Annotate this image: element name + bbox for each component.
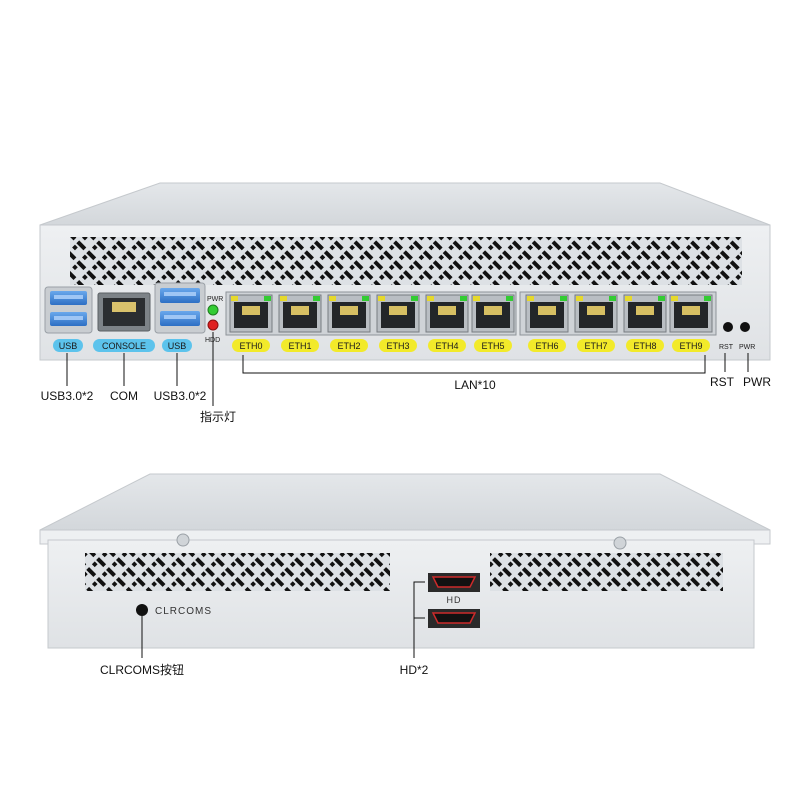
eth-tag: ETH5 — [474, 339, 512, 352]
callout-hd: HD*2 — [400, 663, 429, 677]
eth-tag: ETH9 — [672, 339, 710, 352]
eth-tag-text: ETH9 — [679, 341, 702, 351]
eth-tag-text: ETH3 — [386, 341, 409, 351]
activity-led-icon — [460, 296, 467, 301]
usb-tag-text: USB — [59, 341, 78, 351]
callout-usb-right: USB3.0*2 — [154, 389, 207, 403]
activity-led-icon — [506, 296, 513, 301]
eth-tag-text: ETH2 — [337, 341, 360, 351]
eth-tag-text: ETH4 — [435, 341, 458, 351]
led-pwr-label: PWR — [207, 296, 223, 303]
console-port[interactable] — [97, 292, 151, 332]
eth-tag: ETH0 — [232, 339, 270, 352]
reset-button[interactable] — [723, 322, 733, 332]
back-vent-grille-left — [85, 553, 390, 591]
eth-tag: ETH4 — [428, 339, 466, 352]
link-led-icon — [280, 296, 287, 301]
ethernet-port-eth1[interactable] — [278, 294, 322, 333]
console-tag-text: CONSOLE — [102, 341, 146, 351]
rst-small-label: RST — [719, 344, 734, 351]
link-led-icon — [473, 296, 480, 301]
activity-led-icon — [704, 296, 711, 301]
usb-port-pair-left[interactable] — [44, 286, 93, 334]
link-led-icon — [329, 296, 336, 301]
eth-tag: ETH8 — [626, 339, 664, 352]
eth-tag-text: ETH6 — [535, 341, 558, 351]
ethernet-port-eth8[interactable] — [623, 294, 667, 333]
hd-port[interactable] — [428, 609, 480, 628]
callout-indicator: 指示灯 — [200, 409, 236, 424]
callout-clrcoms-button: CLRCOMS按钮 — [100, 662, 184, 677]
link-led-icon — [671, 296, 678, 301]
eth-tag-text: ETH1 — [288, 341, 311, 351]
eth-tag: ETH3 — [379, 339, 417, 352]
usb-tag-right: USB — [162, 339, 192, 352]
eth-tag: ETH7 — [577, 339, 615, 352]
eth-tag: ETH1 — [281, 339, 319, 352]
screw-icon — [613, 536, 627, 550]
callout-com: COM — [110, 389, 138, 403]
callout-rst: RST — [710, 375, 735, 389]
activity-led-icon — [362, 296, 369, 301]
clrcoms-button[interactable] — [136, 604, 148, 616]
ethernet-port-eth4[interactable] — [425, 294, 469, 333]
hd-label: HD — [447, 595, 462, 605]
back-unit-top-panel — [39, 473, 771, 531]
eth-tag-text: ETH5 — [481, 341, 504, 351]
link-led-icon — [378, 296, 385, 301]
activity-led-icon — [560, 296, 567, 301]
usb-tag-left: USB — [53, 339, 83, 352]
power-button[interactable] — [740, 322, 750, 332]
front-vent-grille — [70, 237, 742, 285]
back-unit: CLRCOMS HD — [39, 473, 771, 649]
eth-tag: ETH6 — [528, 339, 566, 352]
link-led-icon — [527, 296, 534, 301]
callout-lan: LAN*10 — [454, 378, 496, 392]
link-led-icon — [576, 296, 583, 301]
callout-usb-left: USB3.0*2 — [41, 389, 94, 403]
screw-icon — [176, 533, 190, 547]
eth-tag-text: ETH8 — [633, 341, 656, 351]
eth-tag: ETH2 — [330, 339, 368, 352]
usb-tag-text: USB — [168, 341, 187, 351]
ethernet-port-eth2[interactable] — [327, 294, 371, 333]
activity-led-icon — [658, 296, 665, 301]
eth-tag-text: ETH0 — [239, 341, 262, 351]
hdd-led-icon — [207, 319, 219, 331]
activity-led-icon — [609, 296, 616, 301]
ethernet-port-eth3[interactable] — [376, 294, 420, 333]
activity-led-icon — [313, 296, 320, 301]
ethernet-port-eth0[interactable] — [229, 294, 273, 333]
callout-pwr: PWR — [743, 375, 771, 389]
ethernet-port-eth6[interactable] — [525, 294, 569, 333]
back-callouts — [141, 581, 425, 658]
back-vent-grille-right — [490, 553, 723, 591]
front-callouts — [66, 332, 749, 406]
front-unit-top-panel — [39, 182, 771, 226]
ethernet-port-eth9[interactable] — [669, 294, 713, 333]
ethernet-port-eth7[interactable] — [574, 294, 618, 333]
activity-led-icon — [411, 296, 418, 301]
link-led-icon — [625, 296, 632, 301]
pwr-led-icon — [207, 304, 219, 316]
usb-port-pair-right[interactable] — [154, 282, 206, 334]
console-tag: CONSOLE — [93, 339, 155, 352]
pwr-small-label: PWR — [739, 344, 755, 351]
activity-led-icon — [264, 296, 271, 301]
ethernet-ports: ETH0 ETH1 ETH2 ETH3 ETH4 ETH5 ETH6 ETH7 ETH8 ETH9 — [229, 294, 713, 352]
link-led-icon — [427, 296, 434, 301]
eth-tag-text: ETH7 — [584, 341, 607, 351]
ethernet-port-eth5[interactable] — [471, 294, 515, 333]
clrcoms-label: CLRCOMS — [155, 606, 212, 617]
link-led-icon — [231, 296, 238, 301]
hd-port[interactable] — [428, 573, 480, 592]
